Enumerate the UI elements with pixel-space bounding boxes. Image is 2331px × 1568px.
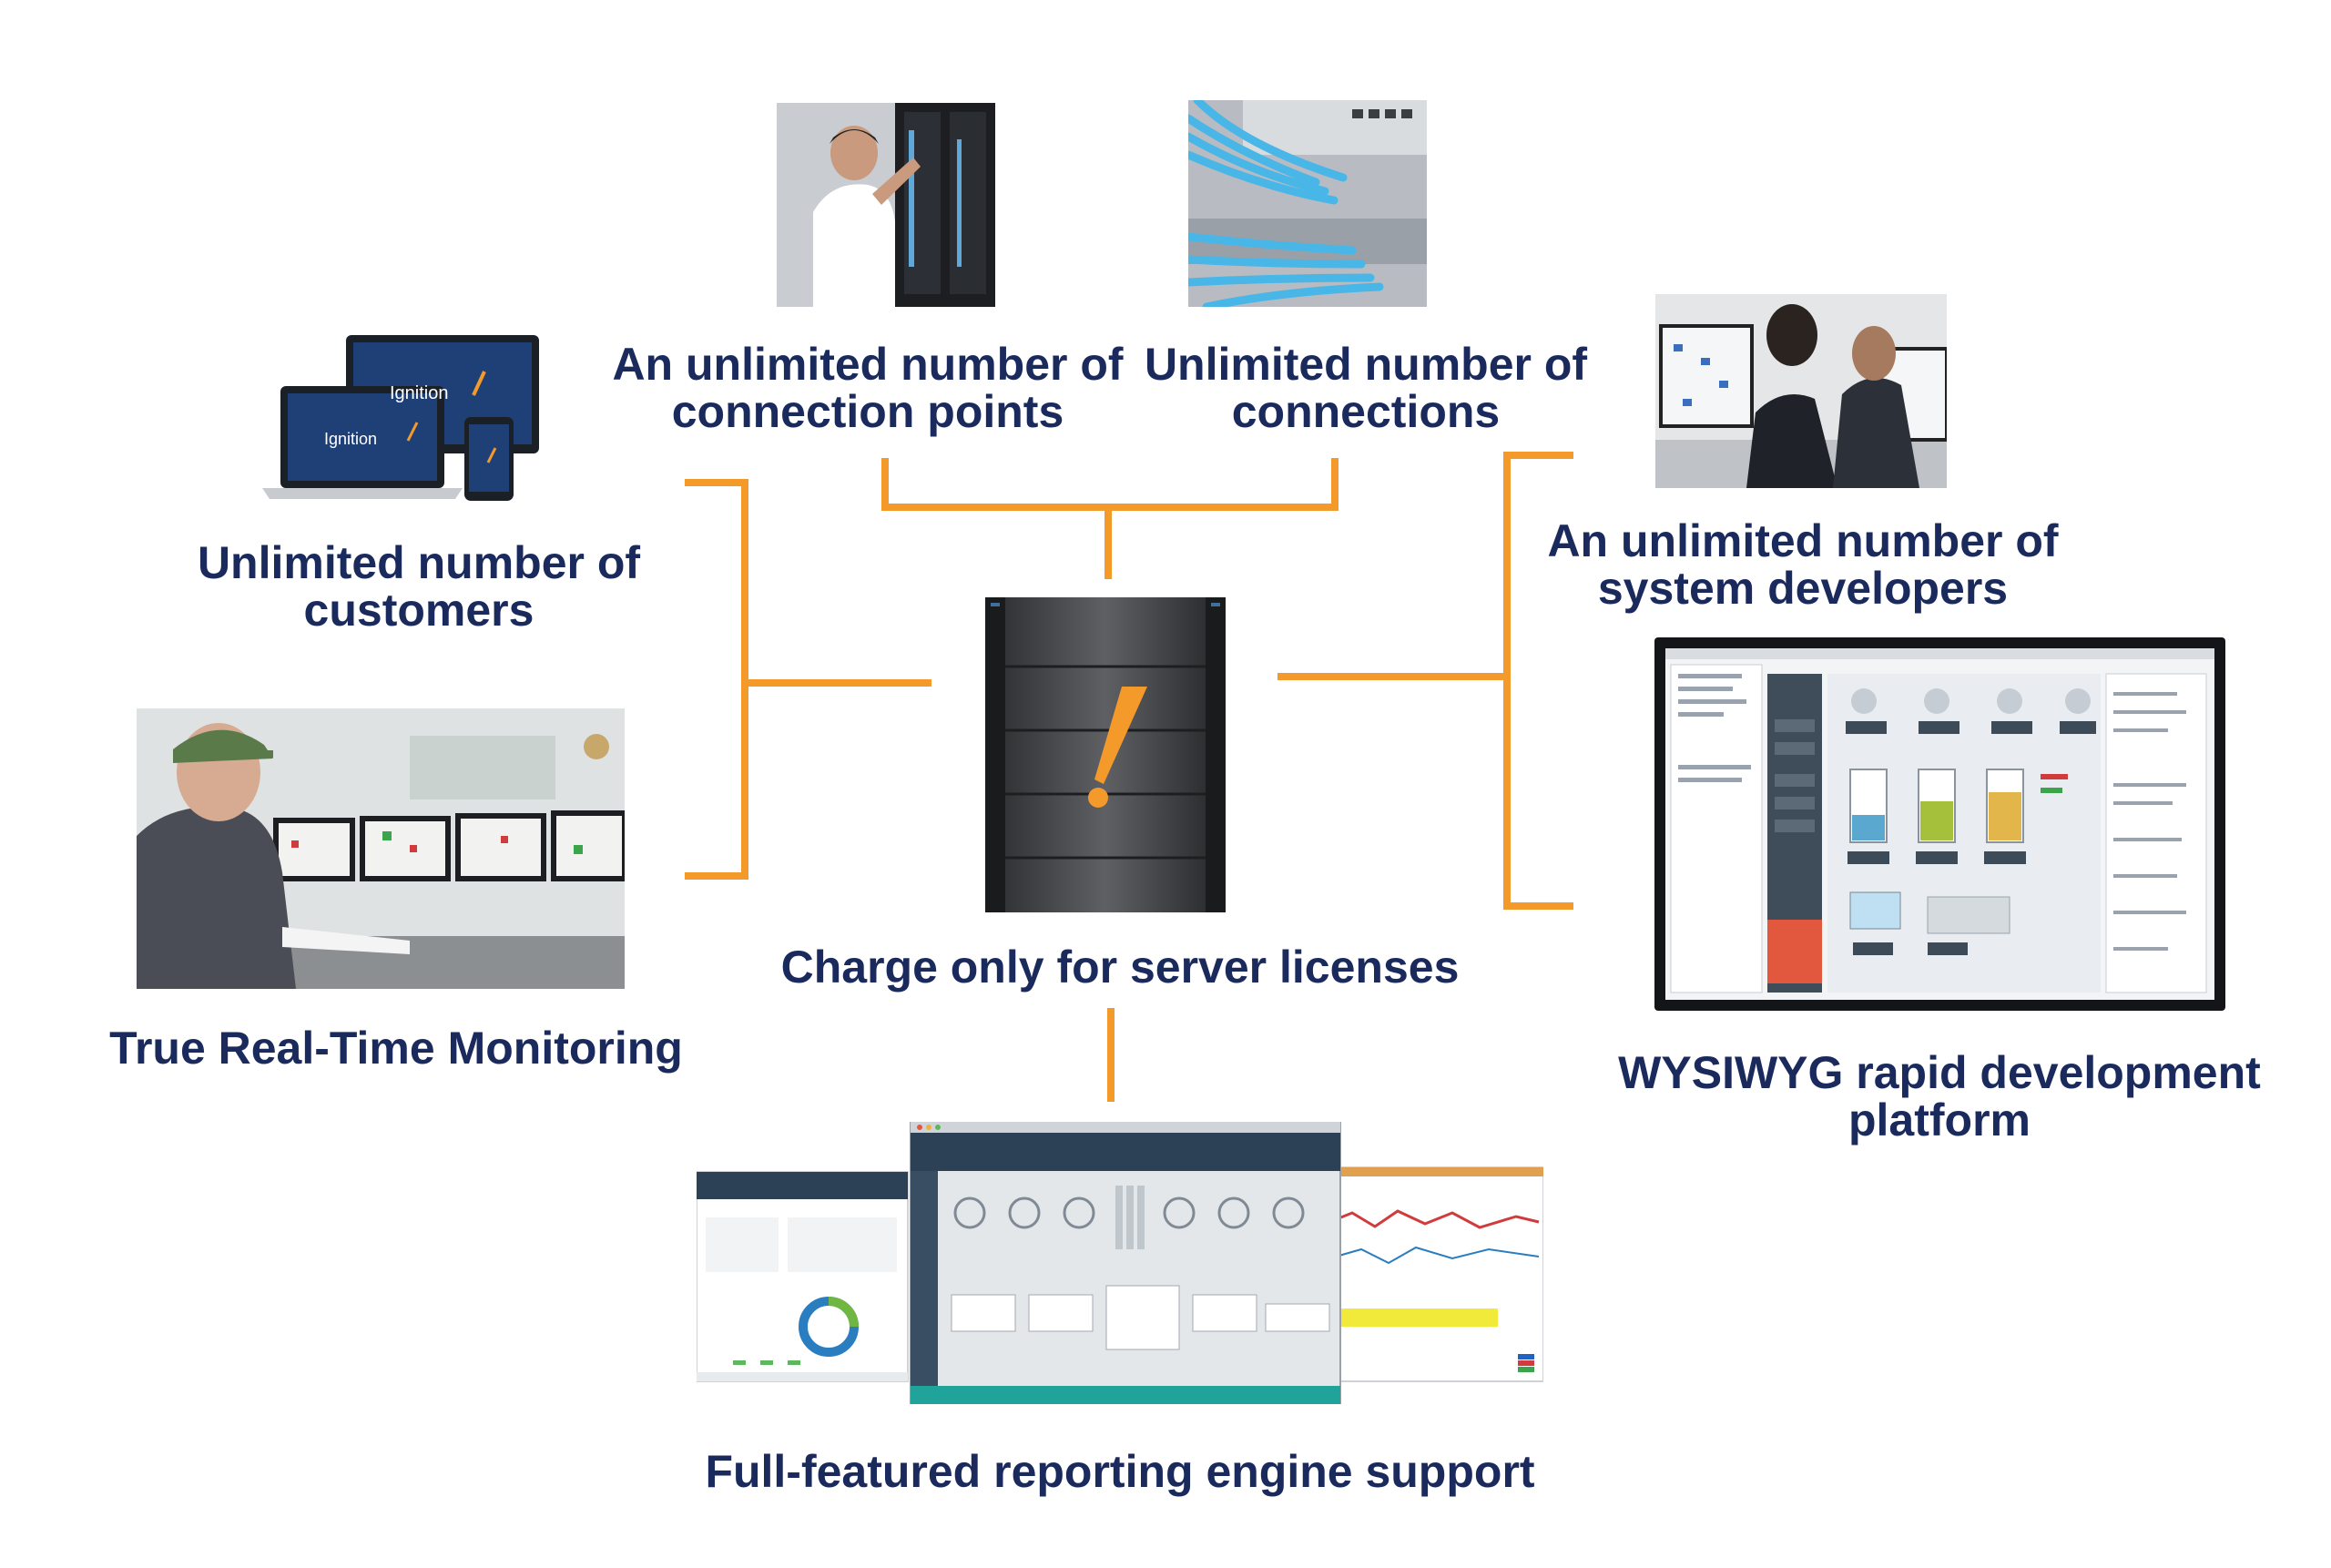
monitoring-label: True Real-Time Monitoring: [109, 1023, 683, 1074]
server-rack-icon: [985, 597, 1226, 912]
center-label: Charge only for server licenses: [780, 942, 1460, 993]
connector-right: [1503, 452, 1573, 910]
devices-icon: Ignition Ignition: [262, 335, 546, 506]
technician-photo: [777, 103, 995, 307]
customers-label: Unlimited number of customers: [197, 537, 641, 636]
developers-photo: [1655, 294, 1947, 488]
designer-monitor-icon: [1654, 637, 2225, 1011]
reporting-label: Full-featured reporting engine support: [705, 1446, 1535, 1497]
svg-text:Ignition: Ignition: [324, 430, 377, 448]
control-room-photo: [137, 708, 625, 989]
developers-label: An unlimited number of system developers: [1547, 515, 2059, 614]
reports-screens-icon: [697, 1122, 1543, 1404]
connection-points-label: An unlimited number of connection points: [612, 339, 1124, 437]
svg-text:Ignition: Ignition: [390, 383, 449, 403]
network-cables-photo: [1188, 100, 1427, 307]
connector-top: [881, 458, 1339, 511]
wysiwyg-label: WYSIWYG rapid development platform: [1618, 1047, 2261, 1145]
connector-left: [685, 479, 748, 880]
connections-label: Unlimited number of connections: [1144, 339, 1588, 437]
